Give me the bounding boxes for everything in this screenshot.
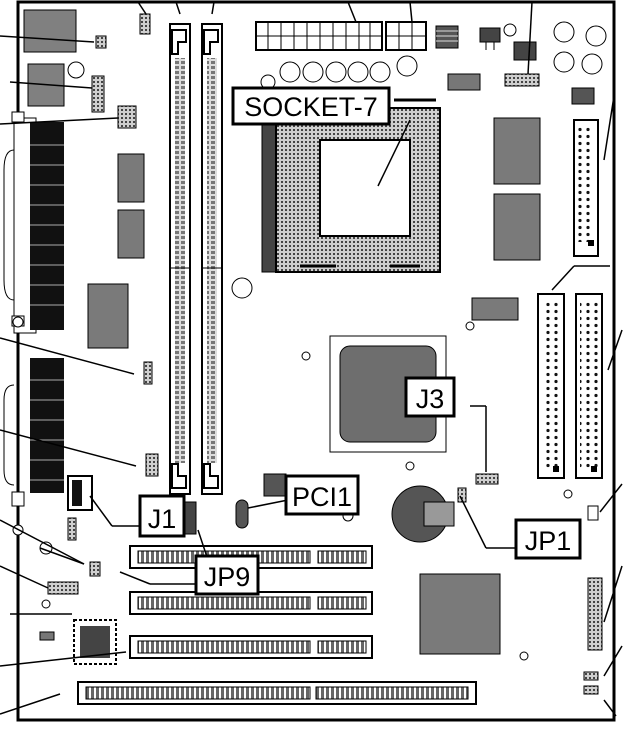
parallel-port-pins <box>30 144 64 306</box>
dimm-latch <box>171 463 187 489</box>
mount-hole <box>405 461 415 471</box>
voltage-regulator <box>479 27 501 43</box>
serial-port <box>30 358 64 493</box>
mount-hole <box>563 489 573 499</box>
jumper <box>95 35 107 49</box>
io-chip-small <box>117 209 145 259</box>
mount-hole <box>231 277 253 299</box>
atx-power-cells <box>256 22 382 50</box>
socket-7-label-box <box>231 86 391 126</box>
front-panel-header <box>587 577 603 651</box>
mount-hole <box>41 599 51 609</box>
j1-label: J1 <box>138 494 186 538</box>
j3-label-box <box>404 376 456 418</box>
coil-inductor <box>435 25 459 49</box>
jumper <box>143 361 153 385</box>
j3-label-text: J3 <box>416 384 445 414</box>
ps2-connector <box>23 9 77 53</box>
pci-slot-2-pins <box>137 596 311 610</box>
jumper <box>139 13 151 35</box>
jumper <box>583 671 599 681</box>
ide-secondary-pins <box>542 300 560 468</box>
clock-chip <box>235 499 249 529</box>
j1-label-text: J1 <box>148 504 177 534</box>
serial-port-outline <box>3 384 15 486</box>
pci-slot-1-pins-b <box>317 550 367 564</box>
j3-jumper <box>475 473 499 485</box>
dimm-slot-2-pins <box>207 58 217 463</box>
mount-hole <box>519 651 529 661</box>
j1-label-box <box>138 494 186 538</box>
isa-slot-pins-b <box>315 686 469 700</box>
bios-chip <box>117 153 145 203</box>
ide-primary-pin1 <box>591 466 597 472</box>
io-chip <box>87 283 129 349</box>
mount-hole <box>301 351 311 361</box>
dimm-latch <box>203 463 219 489</box>
jumper <box>67 517 77 541</box>
serial-port-pins <box>30 379 64 481</box>
regulator-2 <box>513 41 537 61</box>
pci-slot-3-pins-b <box>317 640 367 654</box>
small-chip <box>263 473 287 497</box>
mount-hole <box>12 316 24 328</box>
jumper <box>91 75 105 113</box>
serial-screw <box>11 491 25 507</box>
jumper <box>47 581 79 595</box>
small-component <box>39 631 55 641</box>
cache-chip <box>493 117 541 185</box>
parallel-port-outline <box>3 149 15 301</box>
j3-label: J3 <box>404 376 456 418</box>
capacitor-cluster <box>503 21 607 75</box>
parallel-screw <box>11 111 25 123</box>
floppy-pin1 <box>588 240 594 246</box>
socket-7-label: SOCKET-7 <box>231 86 391 126</box>
jp1-label-text: JP1 <box>525 526 572 556</box>
jp9-label: JP9 <box>194 554 260 596</box>
dimm-latch <box>203 29 219 55</box>
pci1-label-box <box>284 474 360 516</box>
small-chip <box>447 73 481 91</box>
ide-primary-pins <box>580 300 598 468</box>
jumper <box>457 487 467 503</box>
pci1-label: PCI1 <box>284 474 360 516</box>
jumper-row <box>504 73 540 87</box>
jumper <box>145 453 159 477</box>
jp1-jumper <box>587 505 599 521</box>
dimm-slot-1-pins <box>175 58 185 463</box>
pci1-label-text: PCI1 <box>292 482 352 512</box>
pci-slot-3-pins <box>137 640 311 654</box>
plcc-chip-core <box>80 626 110 658</box>
isa-slot-pins <box>85 686 311 700</box>
jp1-label-box <box>514 518 582 560</box>
jumper <box>117 105 137 129</box>
leader-lines <box>0 1 623 717</box>
pci-slot-2-pins-b <box>317 596 367 610</box>
mount-hole <box>465 321 475 331</box>
jp9-label-box <box>194 554 260 596</box>
fan-connector-pins <box>72 480 82 506</box>
floppy-connector-pins <box>578 126 594 242</box>
mount-hole <box>67 61 85 79</box>
tag-chip <box>471 297 519 321</box>
parallel-port <box>30 122 64 330</box>
socket-7-center <box>319 139 411 237</box>
cache-chip <box>493 193 541 261</box>
socket-7-label-text: SOCKET-7 <box>244 92 378 122</box>
coil-windings <box>436 30 458 42</box>
ide-secondary-pin1 <box>553 466 559 472</box>
jumper <box>583 685 599 695</box>
southbridge-chip <box>419 573 501 655</box>
crystal <box>571 87 595 105</box>
capacitor-row <box>279 55 418 83</box>
dimm-latch <box>171 29 187 55</box>
jp9-label-text: JP9 <box>204 562 251 592</box>
jumper <box>89 561 101 577</box>
battery-holder <box>423 501 455 527</box>
jp1-label: JP1 <box>514 518 582 560</box>
